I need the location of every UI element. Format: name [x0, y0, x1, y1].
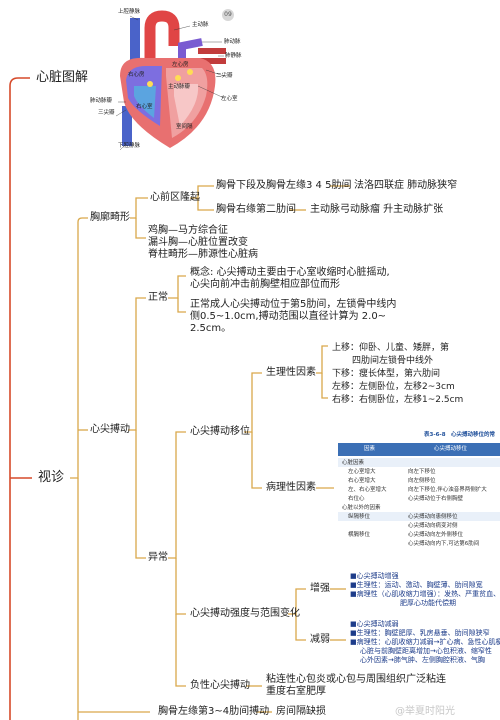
node-spinal-deformity[interactable]: 脊柱畸形—肺源性心脏病	[148, 249, 258, 260]
node-atrial-septal-defect[interactable]: 房间隔缺损	[276, 706, 326, 717]
table-cell-shift: 向左侧移位	[408, 478, 436, 484]
page-badge: 09	[222, 9, 234, 21]
node-chest-deformity[interactable]: 胸廓畸形	[90, 212, 130, 223]
node-negative-apex[interactable]: 负性心尖搏动	[190, 680, 250, 691]
label-septum: 室间隔	[176, 124, 193, 130]
label-pulmonary-artery: 肺动脉	[224, 39, 241, 45]
node-bulge-location-1[interactable]: 胸骨下段及胸骨左缘3 4 5肋间	[216, 180, 352, 191]
table-col-factor: 因素	[364, 446, 376, 452]
text-shift-up-1: 上移：仰卧、儿童、矮胖，第	[332, 343, 450, 353]
weaken-box-title: ■心尖搏动减弱	[350, 620, 399, 628]
label-superior-vena-cava: 上腔静脉	[118, 9, 141, 15]
node-weaken[interactable]: 减弱	[310, 634, 330, 645]
text-shift-right: 右移：右侧卧位，左移1~2.5cm	[332, 395, 464, 405]
node-heart-diagram[interactable]: 心脏图解	[36, 70, 89, 85]
label-aorta: 主动脉	[192, 22, 209, 28]
node-abnormal[interactable]: 异常	[148, 552, 168, 563]
table-cell-factor: 纵隔移位	[348, 514, 371, 520]
table-cell-factor: 左、右心室增大	[348, 487, 387, 493]
table-cell-shift: 心尖搏动向左外侧移位	[408, 532, 464, 538]
table-cell-shift: 心尖搏动向患侧移位	[408, 514, 458, 520]
table-cell-shift: 向左下移位,伴心浊音界两侧扩大	[408, 487, 487, 493]
weaken-box-line-3: 心脏与前胸壁距离增加→心包积液、缩窄性	[360, 647, 492, 655]
text-negative-cause-1: 粘连性心包炎或心包与周围组织广泛粘连	[266, 674, 446, 685]
heart-illustration	[115, 10, 226, 151]
enhance-box-title: ■心尖搏动增强	[350, 572, 399, 580]
label-mitral-valve: 二尖瓣	[216, 73, 233, 79]
weaken-box-line-2: ■病理性：心肌收缩力减弱→扩心病、急性心肌梗死	[350, 638, 500, 646]
label-tricuspid: 三尖瓣	[98, 110, 115, 116]
weaken-box-line-4: 心外因素→肺气肿、左侧胸腔积液、气胸	[360, 656, 485, 664]
watermark: @举夏时阳光	[395, 706, 455, 717]
table-cell-shift: 心尖搏动向病变对侧	[408, 523, 458, 529]
node-bulge-location-2[interactable]: 胸骨右缘第二肋间	[216, 204, 296, 215]
table-caption: 表3-6-8 心尖搏动移位的常	[424, 432, 496, 438]
label-right-ventricle: 右心室	[136, 104, 153, 110]
node-precordial-bulge[interactable]: 心前区隆起	[150, 192, 200, 203]
text-shift-left: 左移：左侧卧位，左移2~3cm	[332, 382, 455, 392]
table-cell-factor: 左心室增大	[348, 469, 376, 475]
enhance-box-line-1: ■生理性：运动、激动、胸壁薄、肋间隙宽	[350, 581, 483, 589]
node-inspection[interactable]: 视诊	[38, 470, 65, 485]
node-apex-shift[interactable]: 心尖搏动移位	[190, 426, 250, 437]
table-cell-shift: 心尖搏动位于右侧胸壁	[408, 496, 464, 502]
node-bulge-cause-2[interactable]: 主动脉弓动脉瘤 升主动脉扩张	[310, 204, 444, 215]
table-cell-factor: 右位心	[348, 496, 365, 502]
node-left-sternal-pulsation[interactable]: 胸骨左缘第3~4肋间搏动	[158, 706, 270, 717]
table-cell-factor: 心脏因素	[342, 460, 365, 466]
text-concept-line-2: 心尖向前冲击前胸壁相应部位而形	[190, 279, 340, 290]
node-apex-beat[interactable]: 心尖搏动	[90, 424, 130, 435]
text-position-line-2: 侧0.5~1.0cm,搏动范围以直径计算为 2.0~	[190, 311, 387, 322]
table-cell-shift: 心尖搏动向内下,可达第6肋间	[408, 541, 480, 547]
table-cell-shift: 向左下移位	[408, 469, 436, 475]
table-cell-factor: 右心室增大	[348, 478, 376, 484]
label-left-ventricle: 左心室	[221, 96, 238, 102]
node-apex-intensity[interactable]: 心尖搏动强度与范围变化	[190, 608, 300, 619]
table-col-shift: 心尖搏动移位	[434, 446, 468, 452]
label-aortic-valve: 主动脉瓣	[168, 84, 191, 90]
text-shift-up-2: 四肋间左锁骨中线外	[352, 356, 434, 366]
label-left-atrium: 左心房	[172, 62, 189, 68]
node-pectus-excavatum[interactable]: 漏斗胸—心脏位置改变	[148, 237, 248, 248]
label-pulmonary-valve: 肺动脉瓣	[90, 98, 113, 104]
text-concept-line-1: 概念: 心尖搏动主要由于心室收缩时心脏摇动,	[190, 267, 390, 278]
table-header-bar	[338, 443, 500, 456]
node-physiological-factors[interactable]: 生理性因素	[266, 367, 316, 378]
node-pectus-carinatum[interactable]: 鸡胸—马方综合征	[148, 225, 228, 236]
node-normal[interactable]: 正常	[148, 292, 168, 303]
text-shift-down: 下移：瘦长体型，第六肋间	[332, 369, 441, 379]
label-inferior-vena-cava: 下腔静脉	[118, 143, 141, 149]
apex-shift-table: 表3-6-8 心尖搏动移位的常 因素 心尖搏动移位 心脏因素左心室增大向左下移位…	[334, 430, 500, 554]
enhance-box-line-3: 肥厚心功能代偿期	[400, 599, 456, 607]
text-negative-cause-2: 重度右室肥厚	[266, 686, 326, 697]
table-cell-factor: 心脏以外的因素	[342, 505, 381, 511]
label-pulmonary-vein: 肺静脉	[225, 53, 242, 59]
enhance-box-line-2: ■病理性（心肌收缩力增强）：发热、严重贫血、甲	[350, 590, 500, 598]
node-bulge-cause-1[interactable]: 法洛四联症 肺动脉狭窄	[354, 180, 458, 191]
node-pathological-factors[interactable]: 病理性因素	[266, 482, 316, 493]
text-position-line-3: 2.5cm。	[190, 323, 232, 334]
label-right-atrium: 右心房	[128, 72, 145, 78]
weaken-box-line-1: ■生理性：胸壁肥厚、乳房悬垂、肋间隙狭窄	[350, 629, 490, 637]
node-enhance[interactable]: 增强	[310, 583, 330, 594]
text-position-line-1: 正常成人心尖搏动位于第5肋间，左锁骨中线内	[190, 299, 397, 310]
table-cell-factor: 横膈移位	[348, 532, 371, 538]
